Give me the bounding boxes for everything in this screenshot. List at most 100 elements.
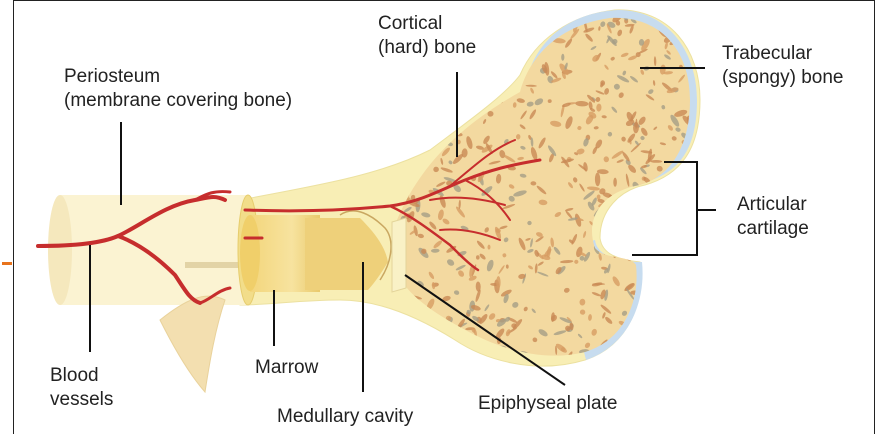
- spongy-speckle: [616, 240, 629, 246]
- spongy-speckle: [533, 21, 543, 27]
- spongy-speckle: [657, 7, 668, 18]
- spongy-speckle: [483, 54, 488, 66]
- spongy-speckle: [475, 9, 483, 17]
- spongy-speckle: [517, 47, 521, 53]
- spongy-speckle: [684, 333, 689, 341]
- label-blood-line2: vessels: [50, 388, 113, 412]
- spongy-speckle: [669, 306, 675, 319]
- spongy-speckle: [437, 341, 442, 351]
- spongy-speckle: [665, 292, 672, 300]
- spongy-speckle: [380, 85, 387, 91]
- spongy-speckle: [496, 74, 504, 81]
- spongy-speckle: [651, 256, 658, 261]
- spongy-speckle: [690, 196, 701, 208]
- label-medullary-cavity: Medullary cavity: [277, 405, 413, 429]
- spongy-speckle: [640, 347, 644, 353]
- spongy-speckle: [386, 117, 391, 128]
- spongy-speckle: [411, 130, 417, 135]
- spongy-speckle: [655, 332, 667, 343]
- spongy-speckle: [520, 15, 531, 29]
- spongy-speckle: [392, 359, 399, 370]
- label-articular-line2: cartilage: [737, 217, 809, 241]
- spongy-speckle: [615, 200, 628, 206]
- spongy-speckle: [476, 74, 482, 80]
- spongy-speckle: [669, 310, 676, 319]
- spongy-speckle: [631, 214, 644, 228]
- spongy-speckle: [556, 19, 563, 23]
- spongy-speckle: [484, 10, 491, 17]
- spongy-speckle: [391, 134, 400, 143]
- spongy-speckle: [450, 352, 461, 360]
- spongy-speckle: [680, 239, 690, 249]
- label-trabecular-line1: Trabecular: [722, 42, 843, 66]
- spongy-speckle: [444, 345, 450, 355]
- spongy-speckle: [479, 21, 488, 31]
- spongy-speckle: [476, 255, 480, 259]
- spongy-speckle: [396, 324, 401, 329]
- spongy-speckle: [473, 72, 480, 81]
- spongy-speckle: [632, 200, 642, 209]
- spongy-speckle: [483, 47, 488, 58]
- spongy-speckle: [417, 339, 422, 347]
- spongy-speckle: [648, 273, 651, 278]
- spongy-speckle: [541, 22, 548, 29]
- spongy-speckle: [401, 324, 407, 330]
- spongy-speckle: [431, 101, 437, 107]
- spongy-speckle: [541, 20, 551, 23]
- spongy-speckle: [415, 58, 421, 72]
- spongy-speckle: [417, 330, 420, 338]
- spongy-speckle: [452, 74, 456, 88]
- spongy-speckle: [483, 19, 491, 24]
- spongy-speckle: [662, 244, 668, 253]
- spongy-speckle: [660, 239, 667, 246]
- spongy-speckle: [564, 11, 573, 18]
- spongy-speckle: [415, 345, 422, 355]
- spongy-speckle: [520, 46, 525, 51]
- spongy-speckle: [675, 199, 689, 203]
- spongy-speckle: [654, 328, 661, 335]
- spongy-speckle: [569, 5, 580, 17]
- spongy-speckle: [661, 316, 669, 323]
- spongy-speckle: [382, 333, 395, 345]
- spongy-speckle: [642, 350, 655, 355]
- label-cortical-bone: Cortical (hard) bone: [378, 12, 476, 60]
- spongy-speckle: [611, 217, 619, 230]
- spongy-speckle: [399, 80, 409, 88]
- spongy-speckle: [530, 6, 541, 15]
- shaft-end: [48, 195, 72, 305]
- spongy-speckle: [543, 25, 548, 32]
- spongy-speckle: [415, 330, 420, 333]
- spongy-speckle: [628, 231, 641, 239]
- spongy-speckle: [636, 313, 641, 323]
- spongy-speckle: [434, 62, 445, 66]
- spongy-speckle: [378, 117, 388, 126]
- spongy-speckle: [652, 349, 663, 355]
- spongy-speckle: [638, 329, 650, 343]
- spongy-speckle: [679, 304, 689, 310]
- spongy-speckle: [689, 213, 702, 224]
- spongy-speckle: [618, 244, 632, 252]
- label-articular-cartilage: Articular cartilage: [737, 193, 809, 241]
- bone-shaft: [60, 195, 250, 305]
- label-marrow: Marrow: [255, 356, 318, 380]
- spongy-speckle: [447, 104, 451, 112]
- spongy-speckle: [398, 129, 408, 139]
- spongy-speckle: [485, 33, 492, 42]
- spongy-speckle: [650, 220, 662, 223]
- spongy-speckle: [581, 365, 588, 370]
- label-blood-vessels: Blood vessels: [50, 364, 113, 412]
- label-periosteum-line1: Periosteum: [64, 65, 292, 89]
- spongy-speckle: [430, 64, 437, 69]
- spongy-speckle: [676, 200, 684, 209]
- spongy-speckle: [396, 118, 409, 123]
- spongy-speckle: [382, 111, 390, 120]
- spongy-speckle: [487, 55, 501, 66]
- spongy-speckle: [400, 147, 406, 157]
- spongy-speckle: [446, 360, 457, 374]
- spongy-speckle: [490, 49, 494, 56]
- epiphyseal-plate: [392, 218, 406, 292]
- spongy-speckle: [493, 88, 501, 93]
- spongy-speckle: [407, 347, 413, 352]
- spongy-speckle: [683, 194, 696, 205]
- label-articular-line1: Articular: [737, 193, 809, 217]
